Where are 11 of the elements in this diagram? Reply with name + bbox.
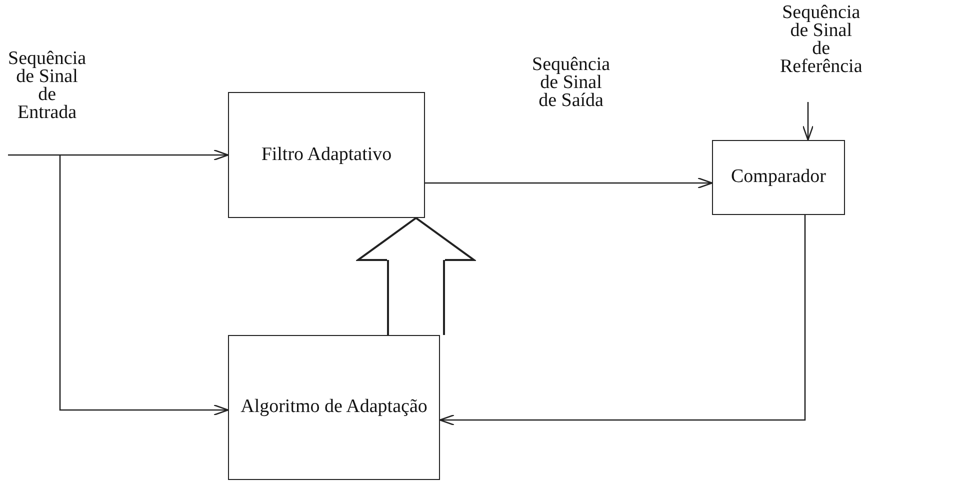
process-box: [228, 92, 425, 218]
arrow: [59, 155, 229, 416]
arrow: [802, 102, 814, 141]
process-box: [228, 335, 440, 480]
box-label: Algoritmo de Adaptação: [240, 397, 428, 418]
arrow: [425, 177, 713, 189]
box-label: Comparador: [730, 167, 827, 188]
box-label: Filtro Adaptativo: [260, 144, 393, 166]
arrow: [8, 149, 229, 161]
arrow: [439, 215, 806, 426]
process-box: [712, 140, 845, 215]
